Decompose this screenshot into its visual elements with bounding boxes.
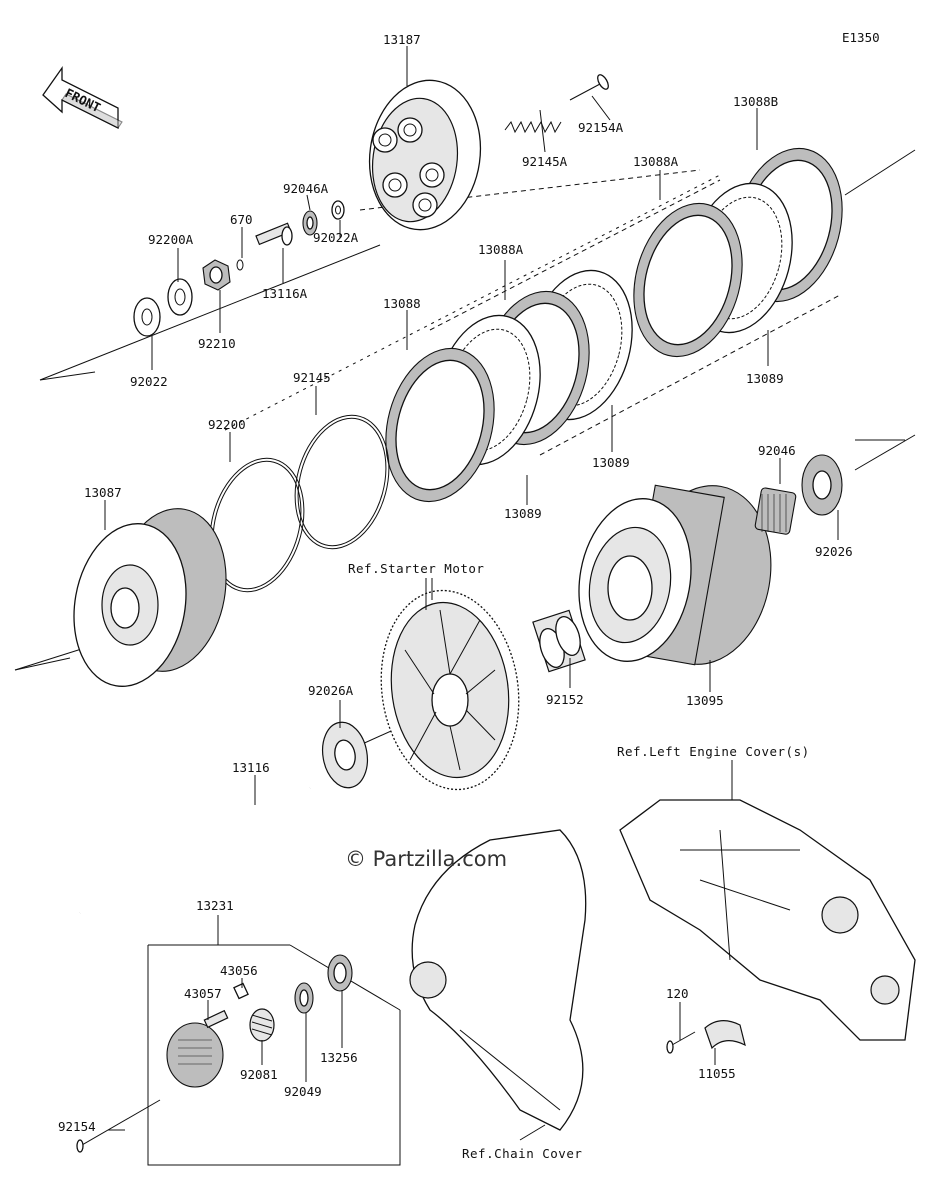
label-92145: 92145 [293, 370, 331, 385]
washer-92026A [321, 721, 369, 789]
oring-670 [236, 259, 244, 271]
label-92152: 92152 [546, 692, 584, 707]
washer-92022 [133, 297, 161, 337]
leader-lines [104, 46, 839, 1141]
needle-bearing-92046 [754, 487, 797, 535]
label-92022A: 92022A [313, 230, 359, 245]
nut-92210 [202, 259, 231, 291]
washer-92200A [167, 278, 193, 316]
chain-cover-ref [409, 829, 587, 1131]
release-housing [166, 1022, 224, 1088]
left-engine-cover-ref [619, 799, 916, 1041]
bolt-92154 [76, 1099, 161, 1153]
washer-92022A [331, 200, 345, 220]
clamp-11055 [704, 1020, 746, 1050]
label-13089-b: 13089 [592, 455, 630, 470]
ring-92145 [294, 414, 390, 550]
friction-plate-13088A-top [633, 202, 743, 358]
label-13088A-mid: 13088A [478, 242, 524, 257]
label-13088B: 13088B [733, 94, 778, 109]
label-13231: 13231 [196, 898, 234, 913]
label-92154: 92154 [58, 1119, 96, 1134]
label-92145A: 92145A [522, 154, 568, 169]
label-92200A: 92200A [148, 232, 194, 247]
label-13087: 13087 [84, 485, 122, 500]
label-13089-c: 13089 [504, 506, 542, 521]
label-92200: 92200 [208, 417, 246, 432]
ref-chain-cover: Ref.Chain Cover [462, 1146, 582, 1161]
label-11055: 11055 [698, 1066, 736, 1081]
washer-92026 [801, 454, 843, 516]
label-670: 670 [230, 212, 253, 227]
label-13088A-top: 13088A [633, 154, 679, 169]
label-92022: 92022 [130, 374, 168, 389]
label-92081: 92081 [240, 1067, 278, 1082]
label-13256: 13256 [320, 1050, 358, 1065]
washer-92046A [302, 210, 318, 236]
bolt-120 [666, 1031, 696, 1054]
label-92154A: 92154A [578, 120, 624, 135]
label-13116: 13116 [232, 760, 270, 775]
bolt-92154A [569, 74, 609, 101]
ref-starter-motor: Ref.Starter Motor [348, 561, 484, 576]
sleeve-92152 [532, 609, 586, 673]
pressure-plate-13187 [368, 79, 482, 231]
rod-13116A [255, 222, 293, 246]
label-13088: 13088 [383, 296, 421, 311]
spring-92081 [249, 1008, 275, 1042]
bearing-13256 [327, 954, 353, 992]
label-13089-a: 13089 [746, 371, 784, 386]
spring-92145A [504, 120, 562, 134]
label-92210: 92210 [198, 336, 236, 351]
ring-92200 [209, 457, 305, 593]
watermark: © Partzilla.com [345, 847, 507, 871]
push-rod-13116 [79, 786, 311, 915]
label-43056: 43056 [220, 963, 258, 978]
label-43057: 43057 [184, 986, 222, 1001]
label-13116A: 13116A [262, 286, 308, 301]
front-arrow-icon: FRONT [42, 65, 123, 130]
clutch-hub-13087 [73, 508, 227, 687]
label-92049: 92049 [284, 1084, 322, 1099]
bleeder-43056 [233, 982, 249, 1000]
label-13187: 13187 [383, 32, 421, 47]
label-92026A: 92026A [308, 683, 354, 698]
clutch-housing-13095 [578, 484, 772, 666]
starter-gear [380, 589, 520, 791]
label-92026: 92026 [815, 544, 853, 559]
label-92046A: 92046A [283, 181, 329, 196]
diagram-code: E1350 [842, 30, 880, 45]
ref-left-engine-cover: Ref.Left Engine Cover(s) [617, 744, 810, 759]
label-92046: 92046 [758, 443, 796, 458]
label-13095: 13095 [686, 693, 724, 708]
friction-plate-13088 [385, 347, 495, 503]
label-120: 120 [666, 986, 689, 1001]
seal-92049 [294, 982, 314, 1014]
cap-43057 [203, 1009, 229, 1029]
